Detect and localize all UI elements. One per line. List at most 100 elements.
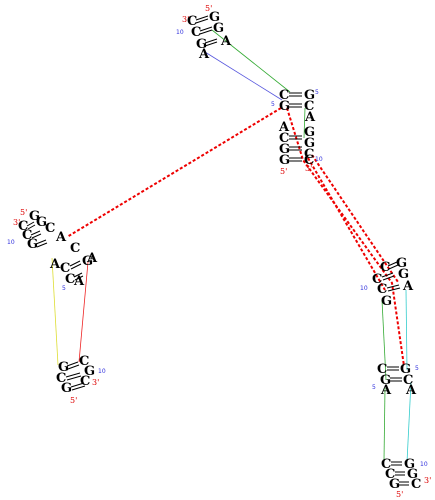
base: C [304, 99, 314, 114]
pair-bond [74, 275, 84, 281]
index-label: 10 [176, 29, 184, 36]
index-label: 10 [98, 368, 106, 375]
base: G [279, 142, 290, 157]
base: C [377, 282, 387, 297]
dashed-link-right-a [286, 107, 405, 367]
pair-bond [70, 263, 82, 270]
pair-bond [71, 385, 86, 391]
base: G [279, 153, 290, 168]
base: G [36, 215, 47, 230]
link-cyan-right-1 [405, 289, 408, 371]
pair-bond [382, 275, 395, 281]
pair-bond [65, 372, 81, 378]
base: A [73, 274, 85, 289]
base: G [304, 136, 315, 151]
label-3prime: 3' [13, 218, 20, 227]
label-5prime: 5' [280, 167, 287, 176]
base: G [404, 457, 415, 472]
base: C [403, 373, 413, 388]
pair-bond [381, 272, 394, 278]
pair-bond [388, 264, 399, 270]
label-5prime: 5' [396, 490, 403, 499]
base: G [304, 88, 315, 103]
pair-bond [70, 382, 85, 388]
pair-bond [30, 230, 41, 236]
base: C [304, 147, 314, 162]
base: C [79, 354, 89, 369]
base: C [65, 272, 75, 287]
base: A [278, 120, 290, 135]
link-green-right-2 [383, 387, 386, 461]
base: C [377, 362, 387, 377]
pair-bond [27, 224, 36, 230]
link-yellow-left [51, 257, 59, 366]
helix-lower-left: G C 10 C G G C 3' 5' [56, 354, 106, 405]
pair-bond [66, 375, 82, 381]
label-3prime: 3' [424, 476, 431, 485]
base: G [29, 209, 40, 224]
pair-bond [67, 364, 80, 370]
base: A [380, 383, 392, 398]
link-blue-top [204, 51, 283, 101]
base: C [279, 131, 289, 146]
base: G [304, 125, 315, 140]
label-5prime: 5' [70, 396, 77, 405]
base: C [279, 88, 289, 103]
link-cyan-right-2 [406, 381, 412, 463]
dashed-link-left [66, 107, 282, 238]
label-5prime: 5' [205, 4, 212, 13]
base: C [372, 272, 382, 287]
label-3prime: 3' [305, 164, 312, 173]
index-label: 5 [62, 285, 66, 292]
base: G [82, 254, 93, 269]
base: G [27, 237, 38, 252]
index-label: 10 [360, 285, 368, 292]
base: G [396, 256, 407, 271]
base: G [209, 10, 220, 25]
helix-right-bottom: C G 10 C G G C 3' 5' [381, 457, 431, 499]
link-green-top [211, 29, 291, 93]
link-green-right-1 [381, 299, 387, 381]
base: C [18, 219, 28, 234]
pair-bond [199, 29, 213, 35]
base: C [187, 14, 197, 29]
dashed-link-right-c [311, 154, 399, 283]
index-label: 10 [7, 239, 15, 246]
connector-lines [51, 29, 412, 463]
pair-bond [204, 38, 218, 44]
base: C [385, 467, 395, 482]
base: C [45, 221, 55, 236]
base: C [191, 25, 201, 40]
helix-left: 5' 3' 10 G C G C C G A C A A C G C A 5 [7, 208, 98, 292]
pair-bond [195, 18, 209, 24]
base: C [56, 371, 66, 386]
base: A [402, 279, 414, 294]
helix-top: 3' 5' 10 C G C G G A A [176, 4, 232, 62]
base: A [405, 383, 417, 398]
pair-bond [26, 221, 35, 227]
link-green-mid [303, 107, 306, 139]
base: A [55, 230, 67, 245]
helix-center: C G 5 5 G C A A G C G G C G C 10 5' 3' [271, 88, 323, 176]
base: G [389, 477, 400, 492]
index-label: 10 [315, 156, 323, 163]
pair-bond [199, 26, 213, 32]
base: G [381, 294, 392, 309]
helix-right-upper: C G C G 10 C A G [360, 256, 414, 309]
pair-bond [387, 287, 401, 292]
base: A [304, 110, 316, 125]
index-label: 5 [415, 365, 419, 372]
link-red-left [78, 261, 89, 363]
base: G [398, 267, 409, 282]
base: G [213, 21, 224, 36]
base: G [407, 467, 418, 482]
label-5prime: 5' [20, 208, 27, 217]
base: A [198, 47, 210, 62]
base: C [22, 228, 32, 243]
pair-bond [66, 361, 79, 367]
base: G [400, 362, 411, 377]
base: G [380, 373, 391, 388]
base: A [86, 251, 98, 266]
pair-bond [386, 284, 400, 289]
